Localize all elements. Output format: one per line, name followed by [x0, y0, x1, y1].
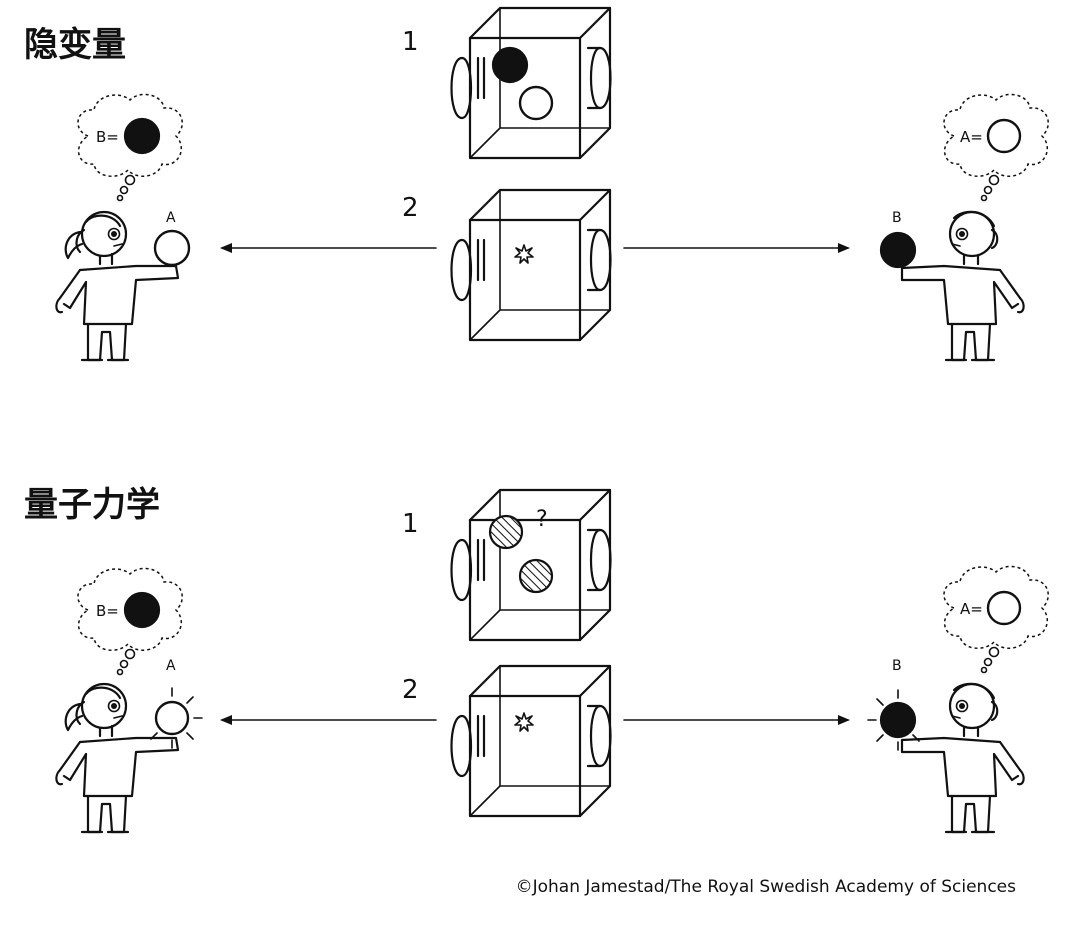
person-right: [900, 210, 1025, 362]
spark-icon: [514, 244, 534, 264]
bubble-label: A=: [960, 600, 983, 618]
bubble-label: B=: [96, 602, 119, 620]
bubble-label: B=: [96, 128, 119, 146]
box-1: [450, 488, 612, 642]
person-right: [900, 682, 1025, 834]
step-number-1: 1: [402, 27, 419, 57]
image-credit: ©Johan Jamestad/The Royal Swedish Academ…: [516, 877, 1017, 897]
person-left: [55, 210, 180, 362]
box-1: [450, 6, 612, 160]
step-number-1: 1: [402, 509, 419, 539]
box-2: [450, 664, 612, 818]
thought-bubble-left: B=: [77, 567, 183, 676]
hatched-ball: [518, 558, 554, 594]
thought-bubble-right: A=: [943, 565, 1049, 674]
question-mark: ?: [536, 507, 548, 532]
ball-label-a: A: [166, 210, 176, 226]
ball-label-a: A: [166, 658, 176, 674]
bubble-label: A=: [960, 128, 983, 146]
white-ball: [153, 229, 191, 267]
thought-bubble-left: B=: [77, 93, 183, 202]
ball-label-b: B: [892, 658, 902, 674]
step-number-2: 2: [402, 675, 419, 705]
black-ball: [123, 117, 161, 155]
white-ball: [518, 85, 554, 121]
black-ball: [879, 231, 917, 269]
hatched-ball: [488, 514, 524, 550]
section-title-quantum-mechanics: 量子力学: [24, 485, 160, 525]
black-ball: [123, 591, 161, 629]
step-number-2: 2: [402, 193, 419, 223]
section-title-hidden-variables: 隐变量: [24, 25, 126, 65]
spark-icon: [514, 712, 534, 732]
glowing-black-ball: [867, 689, 920, 751]
glowing-white-ball: [150, 687, 203, 749]
thought-bubble-right: A=: [943, 93, 1049, 202]
black-ball: [491, 46, 529, 84]
white-ball: [986, 590, 1022, 626]
white-ball: [986, 118, 1022, 154]
box-2: [450, 188, 612, 342]
ball-label-b: B: [892, 210, 902, 226]
